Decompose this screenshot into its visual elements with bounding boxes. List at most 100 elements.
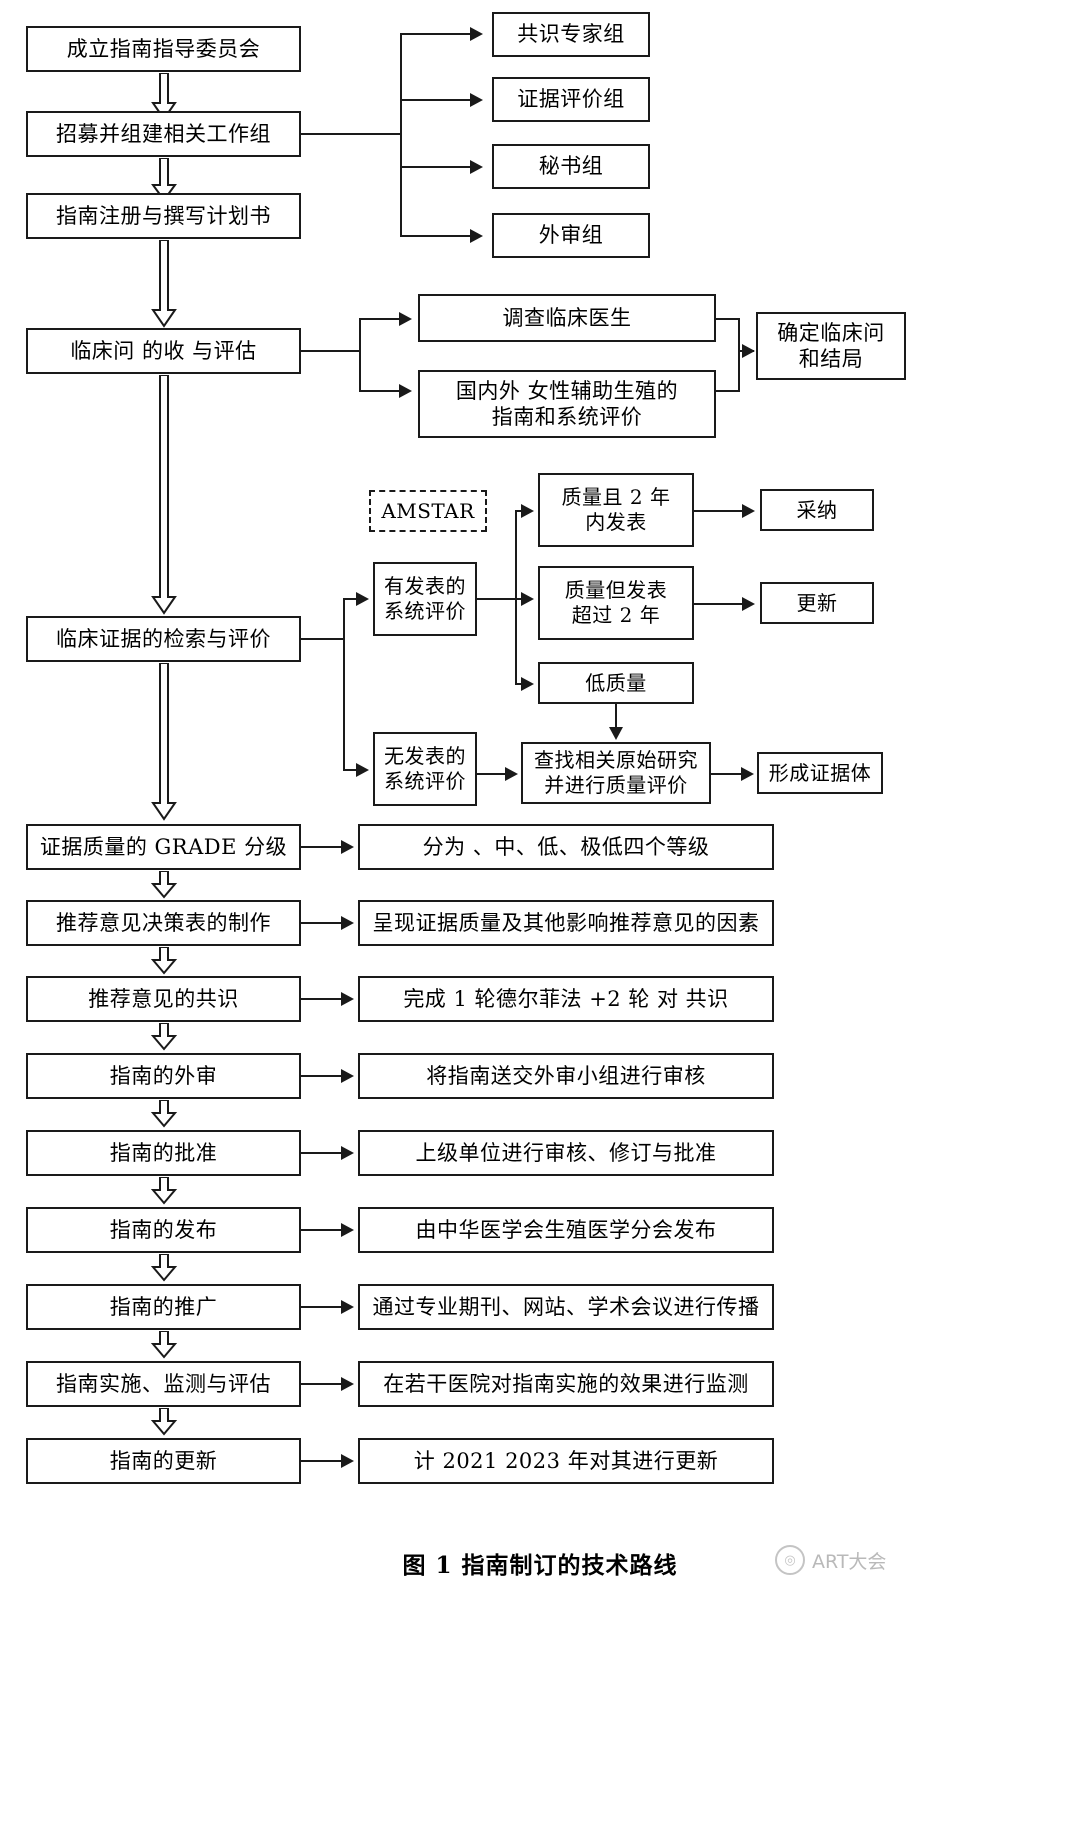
- down-arrow-9: [150, 1100, 178, 1128]
- note-external-review: 将指南送交外审小组进行审核: [358, 1053, 774, 1099]
- flow-step-registration-protocol: 指南注册与撰写计划书: [26, 193, 301, 239]
- flow-step-external-review: 指南的外审: [26, 1053, 301, 1099]
- evidence-quality-within-2y: 质量且 2 年 内发表: [538, 473, 694, 547]
- watermark: ◎ ART大会: [775, 1545, 886, 1575]
- connector-retrieval-trunk-v: [343, 598, 345, 770]
- connector-question-trunk-h: [301, 350, 361, 352]
- connector-grade-note: [301, 846, 343, 848]
- workgroup-evidence-appraisal: 证据评价组: [492, 77, 650, 122]
- question-literature-review: 国内外 女性辅助生殖的 指南和系统评价: [418, 370, 716, 438]
- arrowhead-workgroup-4: [470, 229, 483, 243]
- flow-step-approval: 指南的批准: [26, 1130, 301, 1176]
- connector-retrieval-to-unpublished: [343, 769, 357, 771]
- connector-literature-out: [716, 390, 740, 392]
- arrowhead-approval-note: [341, 1146, 354, 1160]
- arrowhead-grade-note: [341, 840, 354, 854]
- evidence-update: 更新: [760, 582, 874, 624]
- down-arrow-10: [150, 1177, 178, 1205]
- down-arrow-3: [150, 240, 178, 328]
- question-determine-outcomes: 确定临床问 和结局: [756, 312, 906, 380]
- connector-published-to-within2y: [515, 510, 523, 512]
- down-arrow-11: [150, 1254, 178, 1282]
- connector-workgroup-3: [400, 166, 472, 168]
- arrowhead-consensus-note: [341, 992, 354, 1006]
- arrowhead-publish-note: [341, 1223, 354, 1237]
- arrowhead-question-literature: [399, 384, 412, 398]
- evidence-body: 形成证据体: [757, 752, 883, 794]
- flow-step-implementation-monitoring: 指南实施、监测与评估: [26, 1361, 301, 1407]
- flow-step-publication: 指南的发布: [26, 1207, 301, 1253]
- arrowhead-unpublished-sr: [356, 763, 369, 777]
- connector-question-to-literature: [359, 390, 401, 392]
- connector-published-to-low: [515, 683, 523, 685]
- connector-question-trunk-v: [359, 318, 361, 392]
- note-consensus-rounds: 完成 1 轮德尔菲法 +2 轮 对 共识: [358, 976, 774, 1022]
- flow-step-recruit-workgroups: 招募并组建相关工作组: [26, 111, 301, 157]
- connector-merge-v: [738, 318, 740, 392]
- flow-step-decision-table: 推荐意见决策表的制作: [26, 900, 301, 946]
- arrowhead-extreview-note: [341, 1069, 354, 1083]
- note-update-plan: 计 2021 2023 年对其进行更新: [358, 1438, 774, 1484]
- flow-step-promotion: 指南的推广: [26, 1284, 301, 1330]
- connector-retrieval-trunk-h: [301, 638, 345, 640]
- arrowhead-workgroup-1: [470, 27, 483, 41]
- down-arrow-6: [150, 871, 178, 899]
- connector-survey-out: [716, 318, 740, 320]
- arrowhead-workgroup-2: [470, 93, 483, 107]
- arrowhead-workgroup-3: [470, 160, 483, 174]
- arrowhead-promotion-note: [341, 1300, 354, 1314]
- note-promotion: 通过专业期刊、网站、学术会议进行传播: [358, 1284, 774, 1330]
- figure-caption: 图 1 指南制订的技术路线: [402, 1552, 678, 1579]
- note-approval: 上级单位进行审核、修订与批准: [358, 1130, 774, 1176]
- connector-update-note: [301, 1460, 343, 1462]
- connector-question-to-survey: [359, 318, 401, 320]
- connector-workgroup-2: [400, 99, 472, 101]
- down-arrow-4: [150, 375, 178, 615]
- connector-low-to-primary: [615, 704, 617, 728]
- evidence-unpublished-sr: 无发表的 系统评价: [373, 732, 477, 806]
- connector-workgroup-1: [400, 33, 472, 35]
- down-arrow-12: [150, 1331, 178, 1359]
- evidence-find-primary-studies: 查找相关原始研究 并进行质量评价: [521, 742, 711, 804]
- down-arrow-7: [150, 947, 178, 975]
- connector-unpublished-to-primary: [477, 773, 507, 775]
- note-grade-levels: 分为 、中、低、极低四个等级: [358, 824, 774, 870]
- connector-consensus-note: [301, 998, 343, 1000]
- down-arrow-13: [150, 1408, 178, 1436]
- question-survey-clinicians: 调查临床医生: [418, 294, 716, 342]
- connector-monitoring-note: [301, 1383, 343, 1385]
- note-publication: 由中华医学会生殖医学分会发布: [358, 1207, 774, 1253]
- connector-promotion-note: [301, 1306, 343, 1308]
- arrowhead-determine-outcomes: [742, 344, 755, 358]
- note-monitoring: 在若干医院对指南实施的效果进行监测: [358, 1361, 774, 1407]
- connector-extreview-note: [301, 1075, 343, 1077]
- connector-published-out-h: [477, 598, 517, 600]
- connector-decision-note: [301, 922, 343, 924]
- connector-approval-note: [301, 1152, 343, 1154]
- note-decision-table: 呈现证据质量及其他影响推荐意见的因素: [358, 900, 774, 946]
- down-arrow-2: [150, 158, 178, 202]
- amstar-tool-box: AMSTAR: [369, 490, 487, 532]
- evidence-published-sr: 有发表的 系统评价: [373, 562, 477, 636]
- evidence-adopt: 采纳: [760, 489, 874, 531]
- connector-workgroup-4: [400, 235, 472, 237]
- arrowhead-low-quality: [521, 677, 534, 691]
- flow-step-guideline-update: 指南的更新: [26, 1438, 301, 1484]
- arrowhead-over-2y: [521, 592, 534, 606]
- evidence-quality-over-2y: 质量但发表 超过 2 年: [538, 566, 694, 640]
- workgroup-secretariat: 秘书组: [492, 144, 650, 189]
- flow-step-grade-rating: 证据质量的 GRADE 分级: [26, 824, 301, 870]
- connector-workgroup-trunk-h: [301, 133, 402, 135]
- arrowhead-question-survey: [399, 312, 412, 326]
- wechat-official-account-icon: ◎: [775, 1545, 805, 1575]
- watermark-label: ART大会: [812, 1550, 887, 1573]
- arrowhead-update-note: [341, 1454, 354, 1468]
- arrowhead-primary-from-unpublished: [505, 767, 518, 781]
- arrowhead-decision-note: [341, 916, 354, 930]
- connector-workgroup-trunk-v: [400, 33, 402, 236]
- connector-over2y-to-update: [694, 603, 744, 605]
- evidence-low-quality: 低质量: [538, 662, 694, 704]
- arrowhead-find-primary: [609, 727, 623, 740]
- flow-step-clinical-questions: 临床问 的收 与评估: [26, 328, 301, 374]
